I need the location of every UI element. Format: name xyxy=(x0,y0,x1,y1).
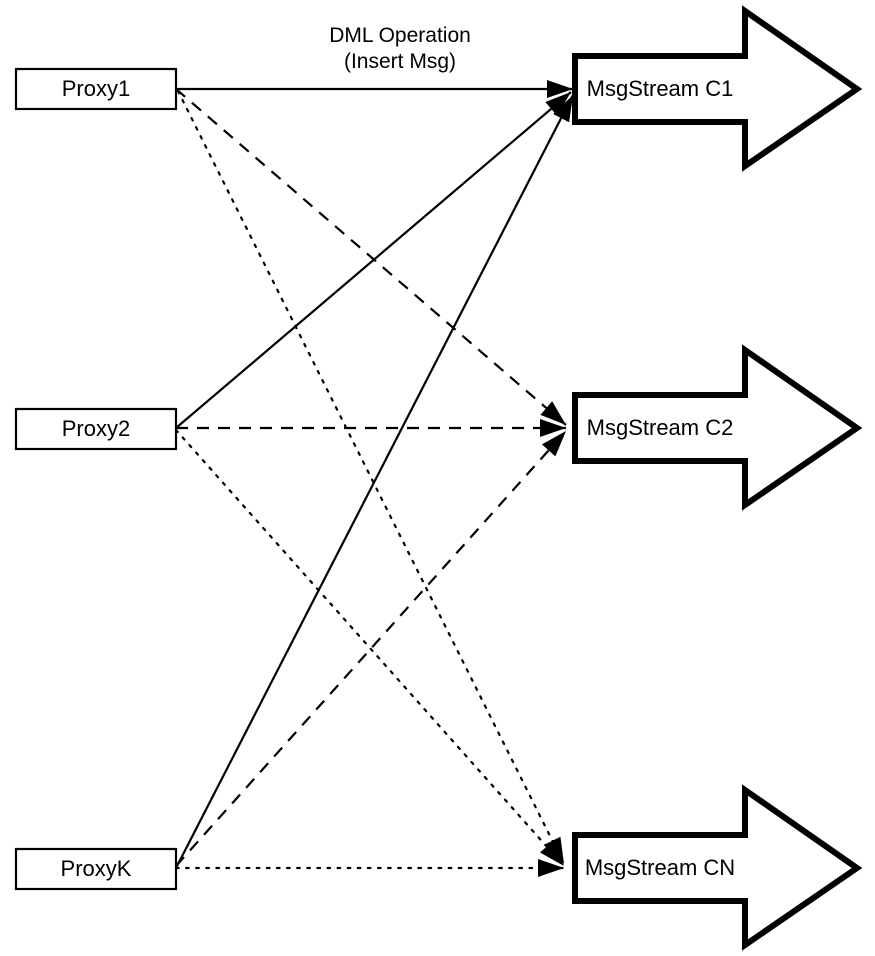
stream-label-stream_cn: MsgStream CN xyxy=(585,855,735,880)
proxy-label-proxy2: Proxy2 xyxy=(62,416,130,441)
proxy-label-proxyk: ProxyK xyxy=(61,856,132,881)
arrowheads-group xyxy=(538,80,573,877)
stream-node-stream_c1[interactable]: MsgStream C1 xyxy=(572,5,863,172)
arrowhead-proxy1-to-c2 xyxy=(540,401,566,425)
stream-label-stream_c1: MsgStream C1 xyxy=(587,76,734,101)
proxy-node-proxyk[interactable]: ProxyK xyxy=(14,847,178,891)
proxy-node-proxy2[interactable]: Proxy2 xyxy=(14,407,178,451)
stream-arrow-shape-stream_cn xyxy=(572,784,863,951)
proxy-box-proxy1 xyxy=(14,67,178,111)
edge-label-group: DML Operation (Insert Msg) xyxy=(329,24,471,73)
connector-edges-group xyxy=(174,87,574,870)
arrowhead-proxy2-to-c1 xyxy=(545,92,571,116)
connector-proxy2-to-cn xyxy=(174,428,566,868)
arrowhead-proxy2-to-cn xyxy=(539,840,564,866)
stream-node-stream_c2[interactable]: MsgStream C2 xyxy=(572,344,863,511)
stream-arrow-shape-stream_c2 xyxy=(572,344,863,511)
arrowhead-proxyk-to-c1 xyxy=(553,95,573,123)
connector-proxyk-to-c1 xyxy=(175,94,574,869)
arrowhead-proxyk-to-c2 xyxy=(541,431,566,457)
connector-proxy1-to-cn xyxy=(176,89,566,866)
stream-label-stream_c2: MsgStream C2 xyxy=(587,415,734,440)
connector-proxyk-to-c2 xyxy=(175,430,567,867)
stream-node-stream_cn[interactable]: MsgStream CN xyxy=(572,784,863,951)
arrowhead-proxyk-to-cn xyxy=(538,859,564,877)
dml-operation-label-line1: DML Operation xyxy=(329,24,471,47)
proxy-box-proxyk xyxy=(14,847,178,891)
arrowhead-proxy2-to-c2 xyxy=(540,419,566,437)
arrowhead-proxy1-to-c1 xyxy=(547,80,573,98)
connector-proxy1-to-c2 xyxy=(175,88,567,426)
proxy-box-proxy2 xyxy=(14,407,178,451)
stream-arrow-shape-stream_c1 xyxy=(572,5,863,172)
dml-operation-label-line2: (Insert Msg) xyxy=(344,50,456,73)
proxy-node-proxy1[interactable]: Proxy1 xyxy=(14,67,178,111)
stream-nodes-group: MsgStream C1 MsgStream C2 MsgStream CN xyxy=(572,5,863,951)
proxy-label-proxy1: Proxy1 xyxy=(62,76,130,101)
connector-proxy2-to-c1 xyxy=(175,91,572,429)
